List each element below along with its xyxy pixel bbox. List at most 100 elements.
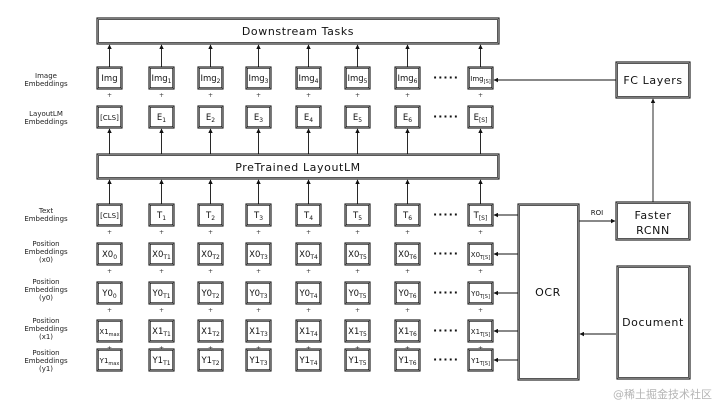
cell-box-inner — [246, 67, 271, 89]
cell-layoutlm-2: E2 — [197, 105, 224, 129]
ocr-block: OCR — [517, 203, 580, 381]
cell-box — [148, 281, 175, 305]
cell-text-text-5: T5 — [352, 211, 362, 222]
cell-box-inner — [345, 67, 370, 89]
cell-text-x1-5: X1T5 — [348, 327, 367, 338]
plus-y0-4: + — [306, 307, 311, 314]
cell-x0-5: X0T5 — [344, 242, 371, 266]
cell-x1-6: X1T6 — [394, 319, 421, 343]
cell-box-inner — [198, 320, 223, 342]
row-label-x0-line3: (x0) — [39, 256, 53, 264]
cell-y0-1: Y0T1 — [148, 281, 175, 305]
cell-text-text-7: T[S] — [473, 211, 488, 222]
cell-text-3: T3 — [245, 203, 272, 227]
cell-y0-2: Y0T2 — [197, 281, 224, 305]
cell-text-x0-7: X0T[S] — [471, 251, 490, 261]
plus-x0-4: + — [306, 268, 311, 275]
cell-box-inner — [97, 349, 122, 371]
plus-image-2: + — [208, 92, 213, 99]
cell-text-4: T4 — [295, 203, 322, 227]
cell-image-5: Img5 — [344, 66, 371, 90]
cell-box-inner — [198, 282, 223, 304]
cell-text-x0-5: X0T5 — [348, 250, 367, 261]
ellipsis-y0: ····· — [433, 286, 459, 299]
cell-box — [245, 242, 272, 266]
cell-text-y0-3: Y0T3 — [248, 289, 267, 300]
plus-image-0: + — [107, 92, 112, 99]
cell-text-y1-6: Y1T6 — [397, 356, 416, 367]
cell-layoutlm-0: [CLS] — [96, 105, 123, 129]
cell-box-inner — [395, 67, 420, 89]
plus-text-2: + — [208, 229, 213, 236]
faster-rcnn-label-line2: RCNN — [636, 224, 670, 237]
cell-image-7: Img[S] — [467, 66, 494, 90]
cell-box-inner — [198, 67, 223, 89]
row-label-y1-line1: Position — [32, 349, 59, 357]
cell-text-5: T5 — [344, 203, 371, 227]
cell-box-inner — [296, 106, 321, 128]
cell-box — [467, 281, 494, 305]
cell-box — [344, 281, 371, 305]
cell-box-inner — [345, 349, 370, 371]
cell-text-x1-3: X1T3 — [249, 327, 268, 338]
cell-y0-3: Y0T3 — [245, 281, 272, 305]
cell-x0-6: X0T6 — [394, 242, 421, 266]
cell-text-y1-0: Y1max — [99, 357, 120, 367]
cell-layoutlm-7: E[S] — [467, 105, 494, 129]
cell-x1-7: X1T[S] — [467, 319, 494, 343]
downstream-tasks-label: Downstream Tasks — [242, 25, 354, 38]
cell-box-inner — [345, 204, 370, 226]
cell-box-inner — [149, 243, 174, 265]
cell-text-y1-2: Y1T2 — [200, 356, 219, 367]
row-label-image-line1: Image — [35, 72, 57, 80]
cell-y0-6: Y0T6 — [394, 281, 421, 305]
cell-image-4: Img4 — [295, 66, 322, 90]
cell-x0-0: X00 — [96, 242, 123, 266]
plus-x0-7: + — [478, 268, 483, 275]
cell-box — [394, 281, 421, 305]
pretrained-layoutlm-label: PreTrained LayoutLM — [235, 161, 361, 174]
cell-image-0: Img — [96, 66, 123, 90]
cell-text-0: [CLS] — [96, 203, 123, 227]
cell-box-inner — [345, 243, 370, 265]
cell-box — [394, 105, 421, 129]
cell-text-x0-4: X0T4 — [299, 250, 318, 261]
row-label-text-line1: Text — [38, 207, 53, 215]
cell-box-inner — [345, 282, 370, 304]
ellipsis-x0: ····· — [433, 247, 459, 260]
plus-text-5: + — [355, 229, 360, 236]
cell-text-layoutlm-1: E1 — [157, 113, 166, 124]
plus-text-6: + — [405, 229, 410, 236]
plus-image-7: + — [478, 92, 483, 99]
cell-box — [197, 105, 224, 129]
cell-y0-5: Y0T5 — [344, 281, 371, 305]
cell-box-inner — [345, 320, 370, 342]
cell-x0-7: X0T[S] — [467, 242, 494, 266]
plus-y0-6: + — [405, 307, 410, 314]
roi-label: ROI — [591, 209, 603, 217]
cell-text-1: T1 — [148, 203, 175, 227]
cell-box — [344, 242, 371, 266]
cell-box — [344, 319, 371, 343]
cell-box-inner — [246, 106, 271, 128]
plus-image-1: + — [159, 92, 164, 99]
cell-text-6: T6 — [394, 203, 421, 227]
cell-box — [96, 348, 123, 372]
cell-box-inner — [468, 282, 493, 304]
row-label-x1-line2: Embeddings — [24, 325, 68, 333]
cell-text-y1-4: Y1T4 — [298, 356, 317, 367]
cell-box — [148, 242, 175, 266]
cell-text-layoutlm-2: E2 — [206, 113, 215, 124]
cell-text-x1-2: X1T2 — [201, 327, 220, 338]
cell-box — [245, 348, 272, 372]
cell-text-x1-1: X1T1 — [152, 327, 171, 338]
cell-y1-4: Y1T4 — [295, 348, 322, 372]
plus-image-3: + — [256, 92, 261, 99]
side-connectors — [493, 77, 656, 337]
cell-text-image-3: Img3 — [248, 74, 268, 85]
cell-box-inner — [296, 243, 321, 265]
plus-x0-5: + — [355, 268, 360, 275]
cell-text-x0-6: X0T6 — [398, 250, 417, 261]
